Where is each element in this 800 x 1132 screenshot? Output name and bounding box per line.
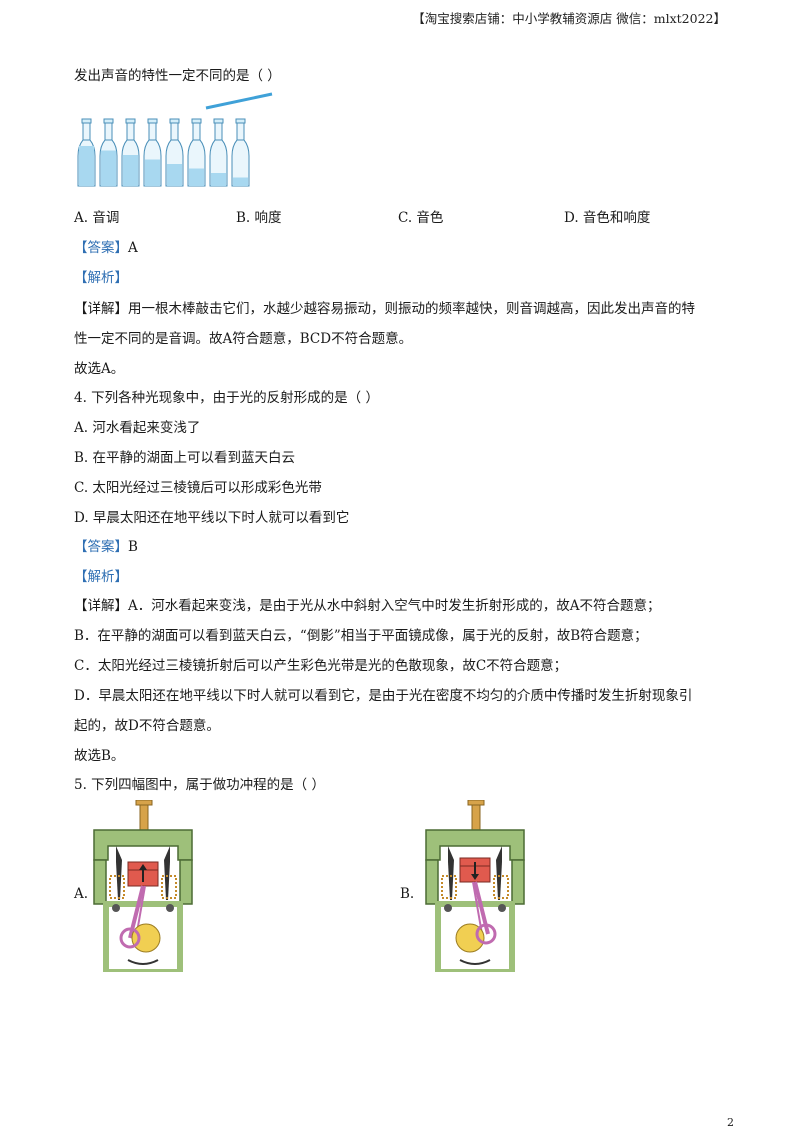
water-level [189, 168, 204, 186]
q4-option-b[interactable]: B. 在平静的湖面上可以看到蓝天白云 [74, 450, 296, 466]
cylinder-head [425, 829, 525, 861]
crankcase [103, 901, 183, 972]
q4-detail-b: B．在平静的湖面可以看到蓝天白云，“倒影”相当于平面镜成像，属于光的反射，故B符… [74, 628, 648, 644]
q4-conclusion: 故选B。 [74, 748, 125, 764]
q4-option-d[interactable]: D. 早晨太阳还在地平线以下时人就可以看到它 [74, 510, 350, 526]
water-level [167, 164, 182, 186]
glass-bottle [231, 118, 250, 187]
q4-option-c[interactable]: C. 太阳光经过三棱镜后可以形成彩色光带 [74, 480, 322, 496]
exhaust-valve [164, 846, 170, 900]
striking-stick [205, 92, 273, 110]
q5-option-a-label[interactable]: A. [74, 886, 89, 902]
q4-detail-d2: 起的，故D不符合题意。 [74, 718, 220, 734]
q3-answer-value: A [128, 240, 138, 256]
q4-analysis-label: 【解析】 [74, 569, 128, 585]
glass-bottle [77, 118, 96, 187]
water-level [123, 155, 138, 186]
q3-answer-label: 【答案】 [74, 240, 128, 256]
q4-detail-a-line: 【详解】A．河水看起来变浅，是由于光从水中斜射入空气中时发生折射形成的，故A不符… [74, 594, 661, 614]
bottles-figure [77, 92, 273, 187]
q3-option-b[interactable]: B. 响度 [236, 210, 282, 226]
glass-bottle [143, 118, 162, 187]
q4-option-a[interactable]: A. 河水看起来变浅了 [74, 420, 201, 436]
q5-stem: 5. 下列四幅图中，属于做功冲程的是（ ） [74, 777, 325, 793]
engine-diagram-a[interactable] [92, 800, 194, 972]
water-level [145, 159, 160, 186]
cylinder-head [93, 829, 193, 861]
water-level [101, 150, 116, 186]
q4-answer: 【答案】B [74, 535, 138, 555]
glass-bottle [187, 118, 206, 187]
q3-stem: 发出声音的特性一定不同的是（ ） [74, 68, 281, 84]
q4-detail-c: C．太阳光经过三棱镜折射后可以产生彩色光带是光的色散现象，故C不符合题意； [74, 658, 568, 674]
q4-stem: 4. 下列各种光现象中，由于光的反射形成的是（ ） [74, 390, 379, 406]
q4-detail-a: A．河水看起来变浅，是由于光从水中斜射入空气中时发生折射形成的，故A不符合题意； [128, 598, 661, 614]
page-header: 【淘宝搜索店铺：中小学教辅资源店 微信：mlxt2022】 [412, 11, 726, 26]
q3-detail-text1: 用一根木棒敲击它们，水越少越容易振动，则振动的频率越快，则音调越高，因此发出声音… [128, 301, 695, 317]
q3-conclusion: 故选A。 [74, 361, 125, 377]
q4-answer-label: 【答案】 [74, 539, 128, 555]
q3-option-d[interactable]: D. 音色和响度 [564, 210, 651, 226]
intake-valve [116, 846, 122, 900]
page-number: 2 [727, 1116, 734, 1129]
water-level [211, 173, 226, 186]
crankcase [435, 901, 515, 972]
cylinder-wall-right [511, 859, 525, 905]
q4-detail-d1: D．早晨太阳还在地平线以下时人就可以看到它，是由于光在密度不均匀的介质中传播时发… [74, 688, 693, 704]
cylinder-wall-right [179, 859, 193, 905]
q3-answer: 【答案】A [74, 236, 138, 256]
water-level [233, 177, 248, 186]
q4-detail-label: 【详解】 [74, 598, 128, 614]
q3-detail-line2: 性一定不同的是音调。故A符合题意，BCD不符合题意。 [74, 331, 413, 347]
intake-valve [448, 846, 454, 900]
exhaust-valve [496, 846, 502, 900]
cylinder-wall-left [425, 859, 439, 905]
q3-option-c[interactable]: C. 音色 [398, 210, 444, 226]
water-level [79, 146, 94, 186]
q3-analysis-label: 【解析】 [74, 270, 128, 286]
engine-diagram-b[interactable] [424, 800, 526, 972]
q4-answer-value: B [128, 539, 138, 555]
glass-bottle [209, 118, 228, 187]
q3-detail-label: 【详解】 [74, 301, 128, 317]
crank-wheel [131, 923, 161, 953]
glass-bottle [121, 118, 140, 187]
glass-bottle [99, 118, 118, 187]
cylinder-wall-left [93, 859, 107, 905]
q5-option-b-label[interactable]: B. [400, 886, 415, 902]
q3-option-a[interactable]: A. 音调 [74, 210, 120, 226]
glass-bottle [165, 118, 184, 187]
q3-detail-line1: 【详解】用一根木棒敲击它们，水越少越容易振动，则振动的频率越快，则音调越高，因此… [74, 297, 695, 317]
